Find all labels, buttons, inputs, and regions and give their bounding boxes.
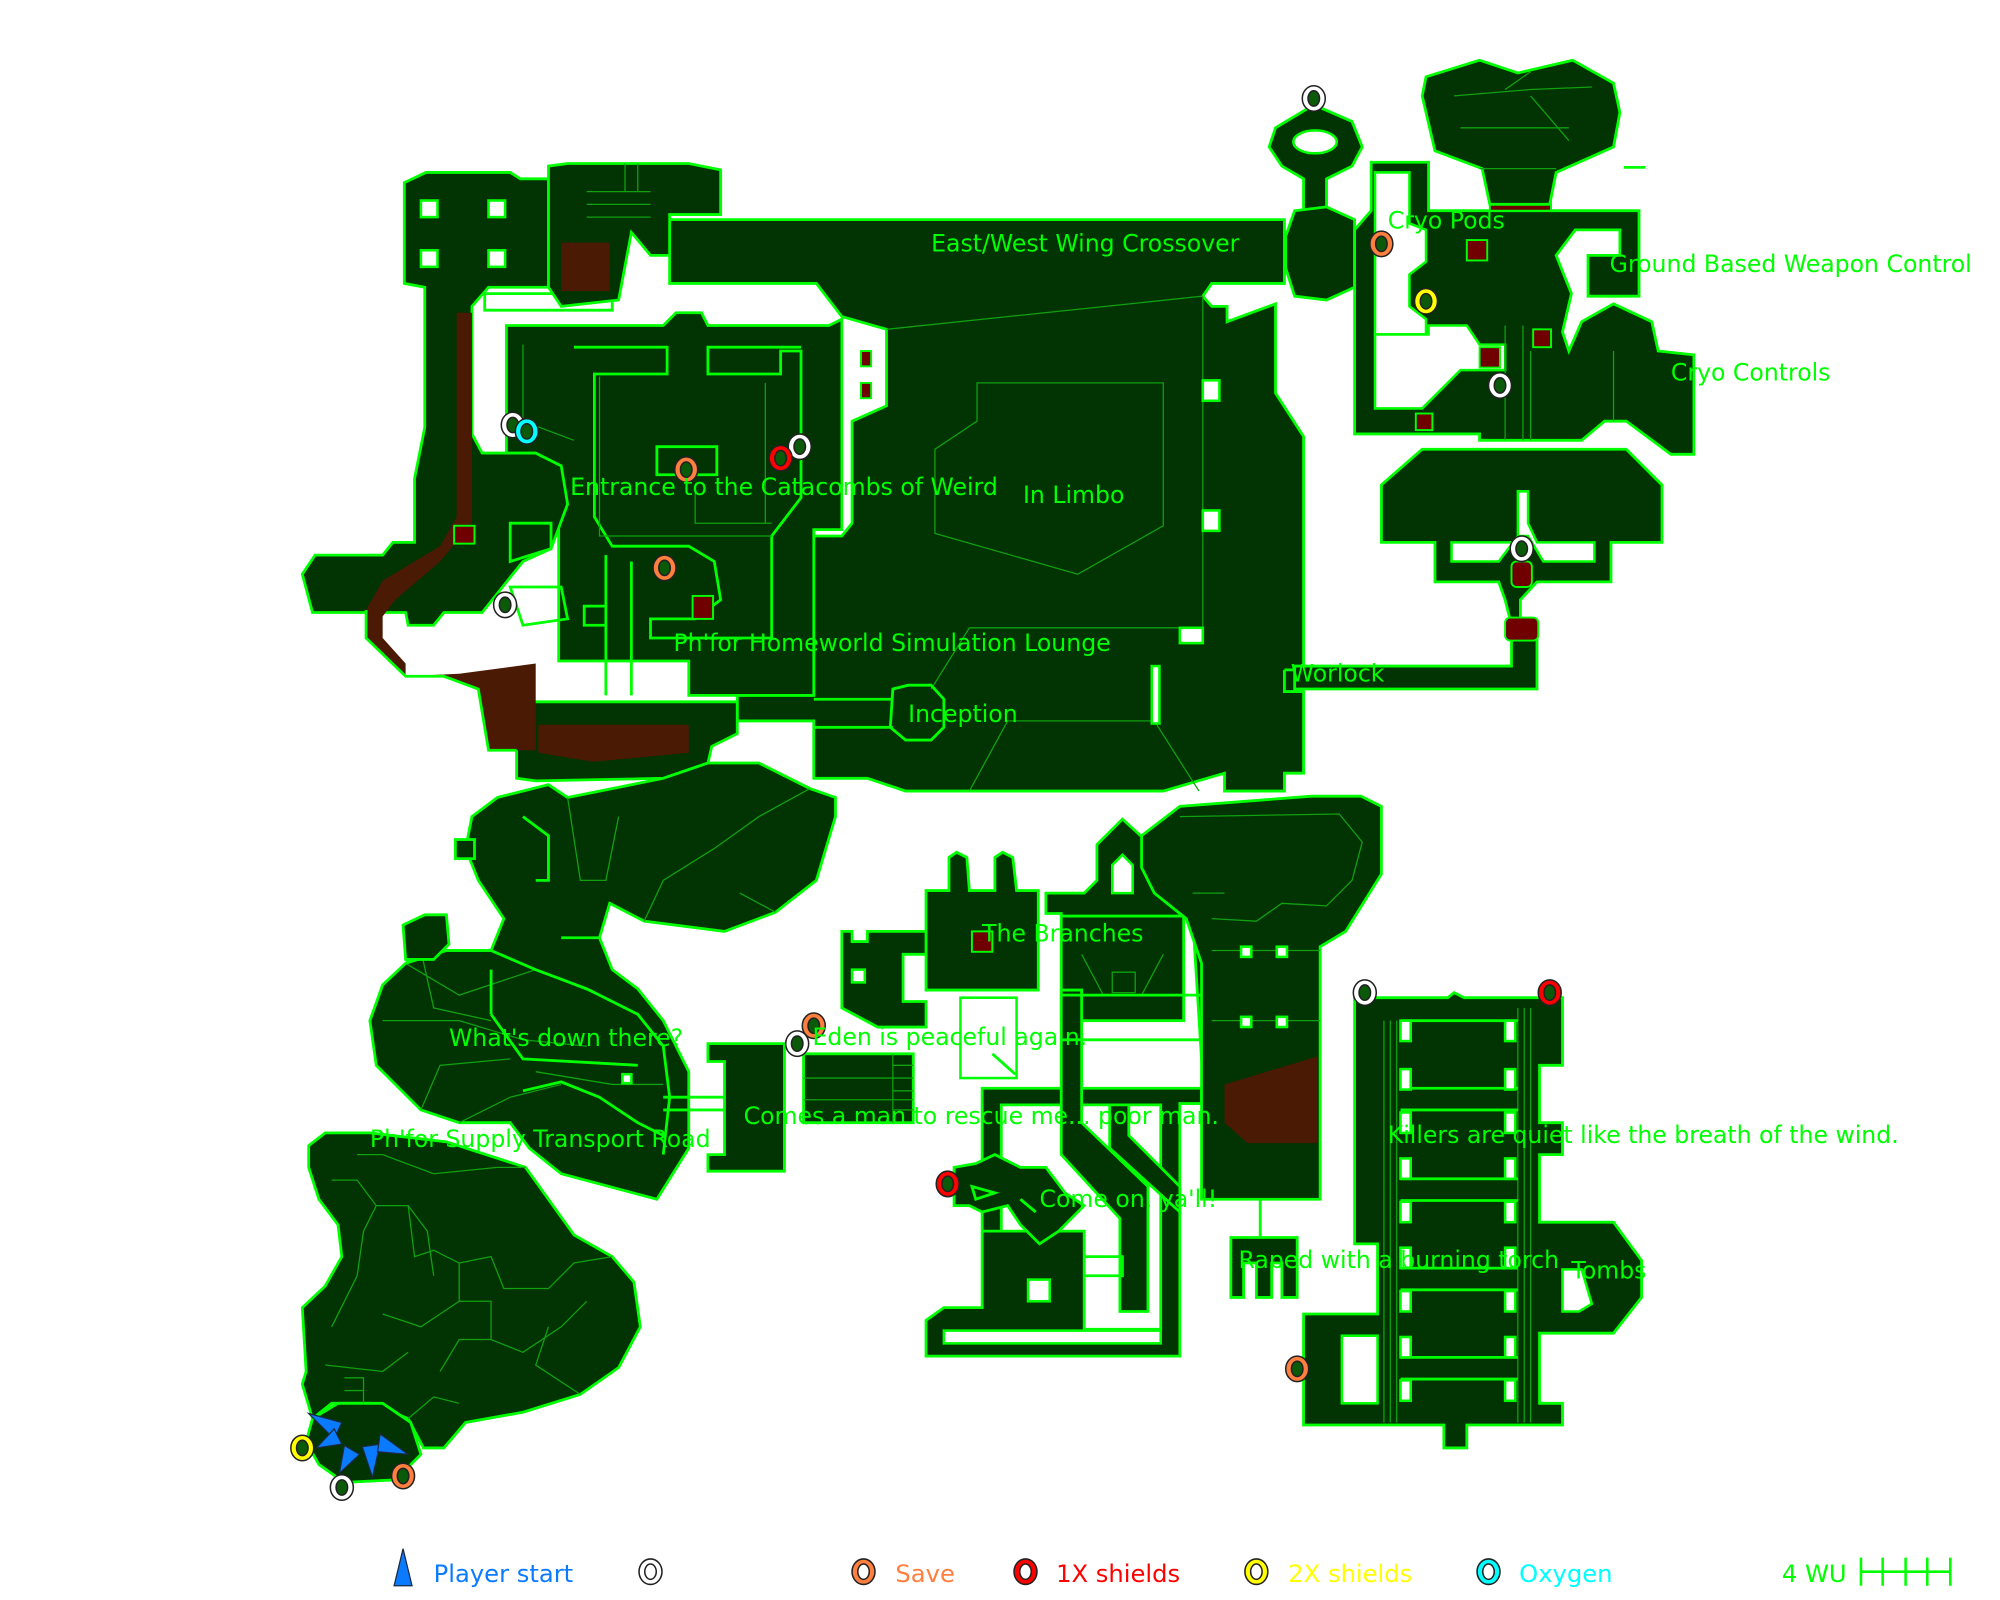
label-cryo-controls: Cryo Controls: [1671, 358, 1831, 386]
branches-main-room: [924, 850, 1040, 992]
player-start-legend-icon: [393, 1548, 413, 1587]
branches-west-wing: [840, 929, 928, 1029]
label-homeworld-lounge: Ph'for Homeworld Simulation Lounge: [673, 629, 1110, 657]
shield-1x-marker-icon: [768, 444, 793, 472]
eden-west-room: [706, 1042, 786, 1173]
item-marker-icon: [492, 591, 518, 619]
scale-bar: [1859, 1557, 1952, 1586]
save-marker-icon: [390, 1462, 416, 1490]
item-markers: [290, 84, 1562, 1502]
cryo-lower-hall: [1293, 447, 1664, 691]
save-marker-icon: [1369, 230, 1394, 258]
label-burning-torch: Raped with a burning torch: [1239, 1246, 1560, 1274]
legend-save-marker-icon: [851, 1558, 876, 1586]
label-catacombs-entrance: Entrance to the Catacombs of Weird: [570, 473, 998, 501]
legend-shield-2x-marker-icon: [1244, 1558, 1269, 1586]
come-on-yall-cave: [952, 1153, 1087, 1246]
label-inception: Inception: [908, 700, 1018, 728]
label-in-limbo: In Limbo: [1023, 481, 1124, 509]
item-marker-icon: [1509, 535, 1534, 563]
label-come-on-yall: Come on, ya'll!: [1040, 1185, 1218, 1213]
item-marker-icon: [1487, 371, 1513, 399]
oxygen-marker-icon: [514, 417, 540, 445]
save-marker-icon: [801, 1012, 827, 1040]
catacombs-area: [504, 311, 844, 697]
item-marker-icon: [1352, 979, 1378, 1007]
north-oval-room: [1267, 103, 1364, 213]
save-marker-icon: [673, 456, 699, 484]
west-stub: [453, 838, 476, 861]
label-eden-peaceful: Eden is peaceful again.: [813, 1023, 1088, 1051]
tombs-area: [1302, 990, 1643, 1450]
shield-2x-marker-icon: [290, 1434, 315, 1462]
legend-oxygen-marker-icon: [1476, 1558, 1501, 1586]
supply-transport-road: [300, 1131, 642, 1450]
save-marker-icon: [652, 554, 677, 582]
scale-label: 4 WU: [1782, 1560, 1847, 1588]
item-marker-icon: [787, 433, 812, 461]
item-marker-icon: [329, 1473, 355, 1502]
label-cryo-pods: Cryo Pods: [1388, 207, 1505, 235]
crossover-east-room: [1284, 205, 1356, 302]
player-start-icon: [314, 1427, 343, 1449]
east-west-crossover-area: [668, 218, 1305, 793]
shield-1x-marker-icon: [935, 1170, 960, 1198]
label-supply-transport-road: Ph'for Supply Transport Road: [370, 1125, 711, 1153]
label-tombs: Tombs: [1570, 1256, 1646, 1284]
legend-save: Save: [895, 1560, 954, 1588]
map-labels: East/West Wing Crossover Cryo Pods Groun…: [370, 207, 1972, 1285]
legend: Player start Save 1X shields 2X shields …: [393, 1548, 1952, 1588]
branches-descent-east: [1108, 1103, 1182, 1216]
legend-shield-1x-marker-icon: [1013, 1558, 1038, 1586]
save-marker-icon: [1284, 1355, 1310, 1383]
label-the-branches: The Branches: [981, 920, 1143, 948]
item-marker-icon: [784, 1030, 810, 1058]
label-east-west-wing-crossover: East/West Wing Crossover: [931, 230, 1240, 258]
legend-oxygen: Oxygen: [1519, 1560, 1612, 1588]
shield-1x-marker-icon: [1537, 979, 1562, 1007]
player-start-markers: [306, 1412, 411, 1480]
label-rescue: Comes a man to rescue me... poor man.: [744, 1102, 1219, 1130]
tomb-niches: [1399, 1019, 1517, 1403]
item-marker-icon: [1301, 84, 1327, 112]
label-killers: Killers are quiet like the breath of the…: [1388, 1121, 1899, 1149]
small-west-nook: [401, 913, 451, 961]
map-geometry: [300, 58, 1696, 1484]
cryo-north-hall: [1420, 58, 1622, 206]
legend-item-marker-icon: [638, 1558, 663, 1586]
legend-2x-shields: 2X shields: [1288, 1560, 1412, 1588]
label-worlock: Worlock: [1291, 659, 1385, 687]
legend-player-start: Player start: [434, 1560, 573, 1588]
label-ground-based-weapon-control: Ground Based Weapon Control: [1610, 250, 1972, 278]
label-whats-down-there: What's down there?: [449, 1024, 683, 1052]
legend-1x-shields: 1X shields: [1056, 1560, 1180, 1588]
player-start-icon: [361, 1443, 381, 1480]
shield-2x-marker-icon: [1413, 287, 1439, 315]
player-start-icon: [338, 1444, 361, 1476]
burning-torch-cave: [1140, 794, 1383, 1299]
branches-descent: [1059, 988, 1150, 1313]
player-start-icon: [376, 1432, 411, 1456]
